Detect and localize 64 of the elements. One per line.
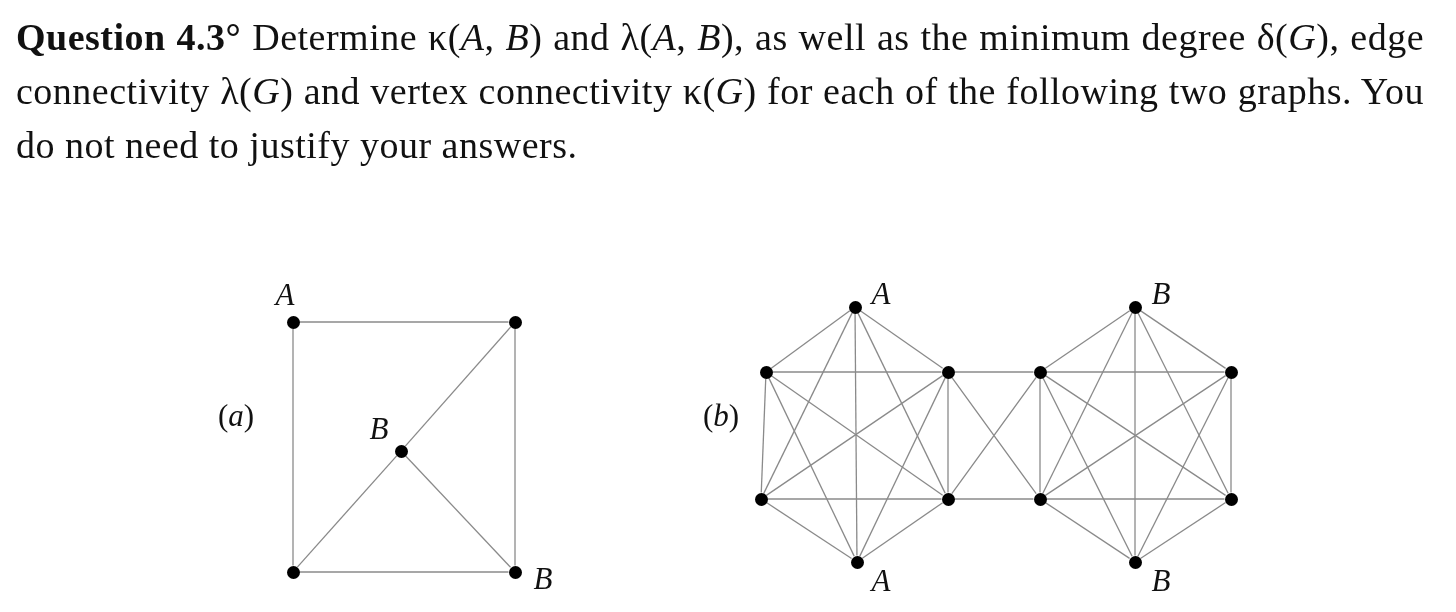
- graph-edge: [953, 498, 1035, 500]
- graph-edge: [859, 310, 944, 369]
- graph-edge: [947, 377, 949, 494]
- graph-edge: [1230, 377, 1232, 494]
- vertex-dot: [286, 315, 300, 329]
- question-text: Question 4.3° Determine κ(A, B) and λ(A, B), as well as the minimum degree δ(G), edge connectivity λ(G) and vertex connectivity κ(G) for each of the following two graphs. You do not need to justify your answers.: [16, 15, 1424, 168]
- graph-edge: [765, 501, 853, 560]
- graph-edge: [1137, 312, 1229, 494]
- crossing-edges: [951, 376, 1037, 495]
- graph-edge: [298, 321, 510, 323]
- graph-edge: [861, 502, 944, 559]
- vertex-dot: [1128, 555, 1142, 569]
- graph-edge: [1042, 377, 1133, 557]
- vertex-label: A: [871, 277, 891, 309]
- graph-edge: [404, 326, 512, 447]
- vertex-dot: [754, 492, 768, 506]
- graph-edge: [404, 455, 512, 568]
- graph-edge: [760, 377, 767, 494]
- vertex-dot: [508, 315, 522, 329]
- graph-edge: [1045, 371, 1226, 373]
- vertex-dot: [848, 300, 862, 314]
- subfigure-label: (a): [218, 399, 255, 431]
- vertex-dot: [1033, 365, 1047, 379]
- graph-edge: [514, 327, 516, 567]
- vertex-label: B: [369, 412, 389, 444]
- vertex-label: A: [275, 278, 295, 310]
- vertex-label: B: [1151, 277, 1171, 309]
- graph-edge: [1139, 501, 1227, 560]
- vertex-dot: [1128, 300, 1142, 314]
- vertex-dot: [1224, 365, 1238, 379]
- graph-edge: [298, 571, 510, 573]
- graph-edge: [1137, 377, 1229, 557]
- graph-edge: [857, 312, 946, 494]
- vertex-label: A: [871, 564, 891, 596]
- vertex-dot: [850, 555, 864, 569]
- crossing-edges: [1044, 374, 1227, 497]
- graph-edge: [953, 371, 1035, 373]
- graph-edge: [763, 312, 853, 494]
- graph-edge: [1044, 501, 1131, 560]
- graph-edge: [766, 498, 943, 500]
- vertex-dot: [508, 565, 522, 579]
- graph-edge: [770, 310, 851, 369]
- graph-edge: [771, 371, 943, 373]
- graph-edge: [768, 377, 855, 557]
- graph-edge: [854, 312, 858, 557]
- graph-edge: [1044, 310, 1131, 369]
- graph-edge: [1139, 310, 1227, 369]
- vertex-dot: [759, 365, 773, 379]
- vertex-label: B: [1151, 564, 1171, 596]
- graph-edge: [1134, 312, 1136, 557]
- graph-edge: [296, 455, 398, 568]
- vertex-dot: [286, 565, 300, 579]
- vertex-dot: [1224, 492, 1238, 506]
- subfigure-label: (b): [703, 399, 740, 431]
- vertex-dot: [941, 365, 955, 379]
- vertex-dot: [1033, 492, 1047, 506]
- graph-edge: [1045, 498, 1226, 500]
- graph-edge: [1039, 377, 1041, 494]
- vertex-dot: [941, 492, 955, 506]
- graph-edge: [859, 377, 946, 557]
- vertex-label: B: [533, 562, 553, 594]
- graph-edge: [1042, 312, 1133, 494]
- vertex-dot: [394, 444, 408, 458]
- graph-edge: [292, 327, 294, 567]
